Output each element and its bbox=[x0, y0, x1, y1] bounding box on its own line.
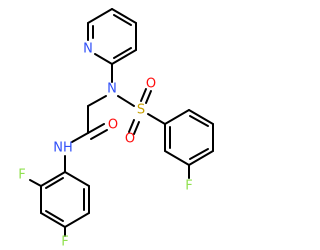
bond bbox=[133, 121, 140, 135]
bond bbox=[113, 14, 132, 26]
bond bbox=[40, 212, 66, 228]
bond bbox=[147, 113, 166, 125]
bond bbox=[40, 171, 66, 187]
fluorine-sulfonyl-aryl-label: F bbox=[185, 179, 192, 194]
bond bbox=[189, 115, 209, 127]
bond bbox=[188, 109, 214, 125]
bond bbox=[87, 8, 113, 24]
atom-labels: N N S O O NH O F F F bbox=[18, 42, 192, 250]
bond bbox=[145, 90, 152, 104]
bond bbox=[113, 47, 132, 59]
bond bbox=[45, 210, 64, 222]
bond bbox=[111, 8, 137, 24]
sulfonyl-oxygen-lower-label: O bbox=[125, 132, 135, 147]
bond bbox=[87, 95, 107, 107]
bond bbox=[87, 123, 105, 134]
sulfonyl-oxygen-upper-label: O bbox=[146, 77, 156, 92]
bond bbox=[188, 150, 214, 166]
bond bbox=[140, 88, 147, 102]
amide-nh-label: NH bbox=[53, 141, 73, 156]
carbonyl-oxygen-label: O bbox=[108, 118, 118, 133]
bond bbox=[164, 109, 190, 125]
bond bbox=[29, 179, 42, 187]
bond bbox=[64, 212, 90, 228]
bond bbox=[71, 132, 89, 143]
pyridine-nitrogen-label: N bbox=[83, 42, 93, 57]
bond bbox=[128, 119, 135, 133]
fluorine-ortho-label: F bbox=[18, 168, 25, 183]
bond bbox=[90, 129, 108, 140]
bond bbox=[111, 49, 137, 65]
bond bbox=[45, 177, 64, 189]
sulfur-label: S bbox=[137, 103, 145, 118]
fluorine-para-label: F bbox=[61, 235, 68, 250]
bonds bbox=[29, 8, 214, 237]
bond bbox=[189, 148, 209, 160]
molecule-structure: N N S O O NH O F F F bbox=[18, 8, 214, 250]
amine-nitrogen-label: N bbox=[107, 82, 117, 97]
bond bbox=[117, 95, 135, 107]
bond bbox=[64, 171, 90, 187]
bond bbox=[94, 53, 113, 65]
bond bbox=[164, 150, 190, 166]
